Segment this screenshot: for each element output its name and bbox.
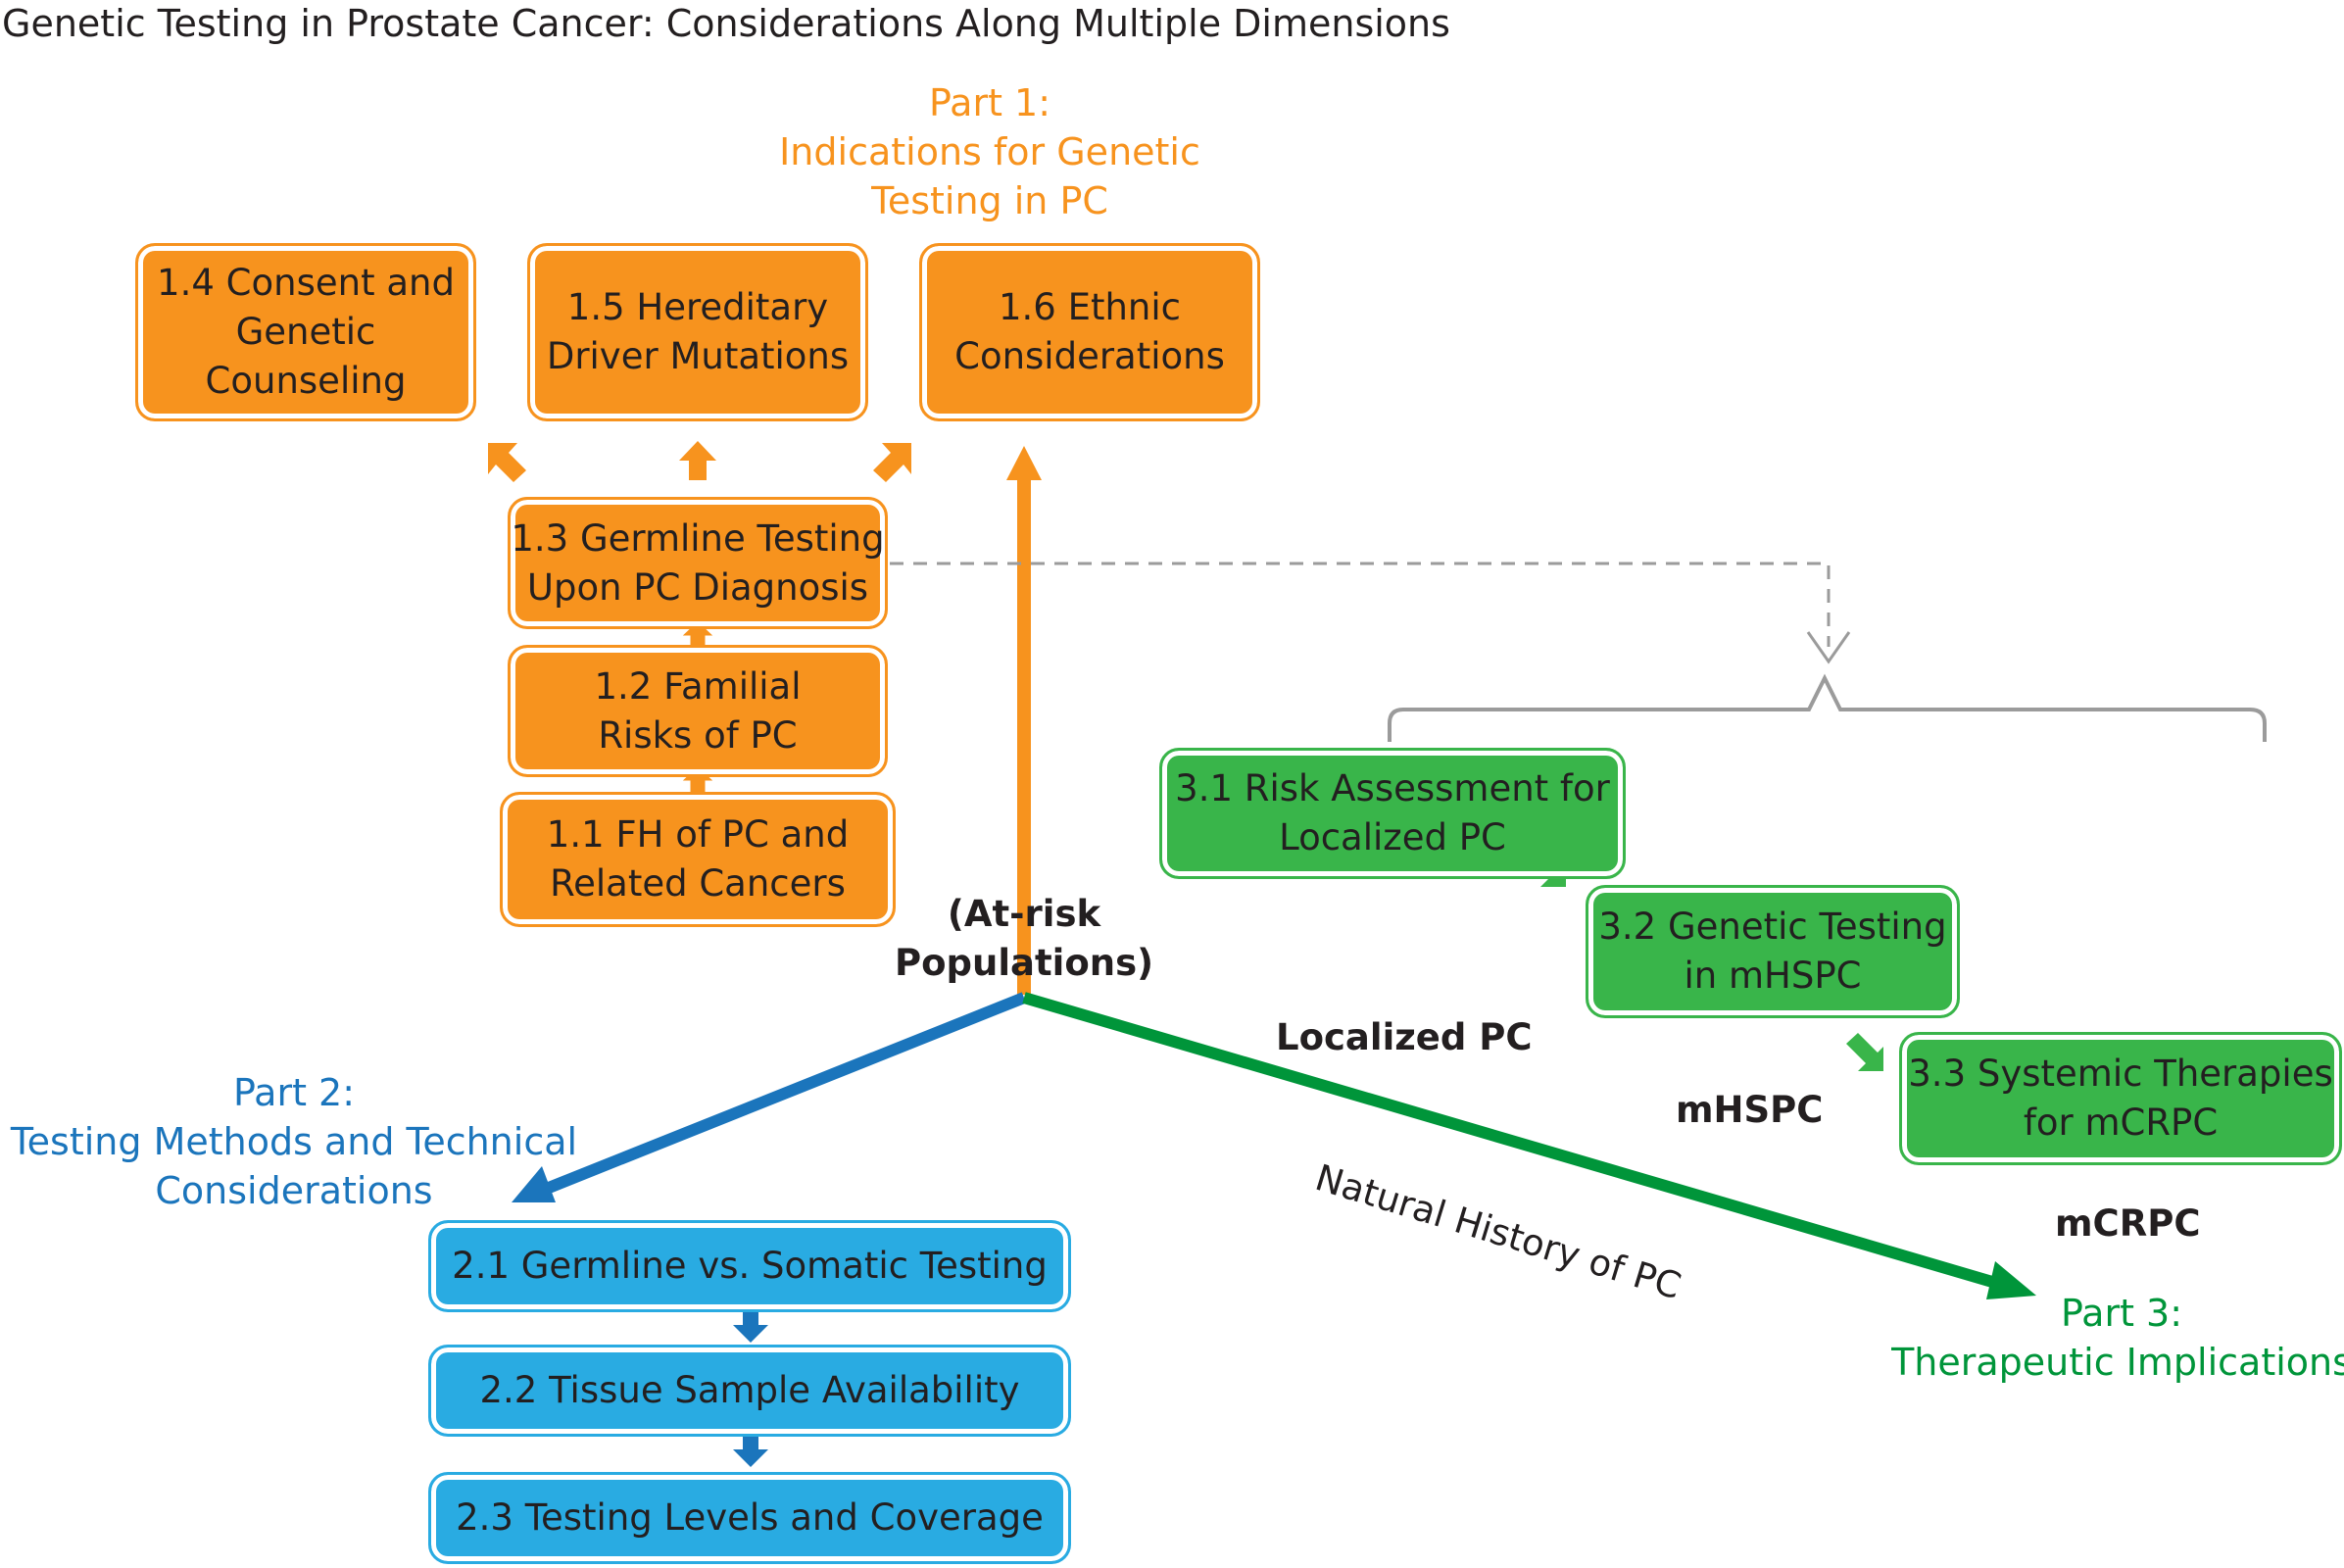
box-3-3-systemic-therapies[interactable]: 3.3 Systemic Therapies for mCRPC	[1899, 1032, 2342, 1165]
mcrpc-label: mCRPC	[2055, 1202, 2201, 1245]
localized-pc-label: Localized PC	[1276, 1016, 1533, 1058]
part3-axis-arrowhead	[1986, 1261, 2036, 1299]
box-3-2-line2: in mHSPC	[1684, 955, 1862, 997]
box-1-5-line1: 1.5 Hereditary	[566, 286, 829, 328]
box-2-2-line1: 2.2 Tissue Sample Availability	[479, 1369, 1020, 1411]
box-3-2-line1: 3.2 Genetic Testing	[1598, 906, 1947, 948]
box-1-4-line1: 1.4 Consent and	[157, 262, 455, 304]
box-2-1-line1: 2.1 Germline vs. Somatic Testing	[452, 1245, 1048, 1287]
arrow-to-1-6	[873, 443, 911, 482]
part1-heading-line2: Indications for Genetic	[779, 130, 1200, 173]
part2-heading-line2: Testing Methods and Technical	[10, 1120, 578, 1163]
at-risk-line1: (At-risk	[947, 893, 1101, 935]
box-1-4-line3: Counseling	[205, 360, 407, 402]
at-risk-label: (At-risk Populations)	[862, 890, 1186, 988]
arrow-3-2-to-3-3	[1846, 1033, 1883, 1071]
arrow-2-1-to-2-2	[733, 1307, 768, 1343]
diagram-title: Genetic Testing in Prostate Cancer: Cons…	[2, 2, 1450, 45]
box-1-2-line1: 1.2 Familial	[594, 664, 802, 708]
box-3-1-line2: Localized PC	[1279, 816, 1506, 858]
part2-heading-line3: Considerations	[155, 1169, 433, 1212]
box-1-2-line2: Risks of PC	[598, 713, 798, 757]
box-1-5-line2: Driver Mutations	[546, 335, 850, 377]
part2-heading: Part 2: Testing Methods and Technical Co…	[0, 1068, 588, 1215]
box-1-6-line1: 1.6 Ethnic	[998, 286, 1181, 328]
box-2-1-germline-somatic[interactable]: 2.1 Germline vs. Somatic Testing	[428, 1220, 1071, 1312]
part1-axis-arrowhead	[1006, 446, 1042, 480]
box-1-3-line1: 1.3 Germline Testing	[511, 516, 885, 560]
part3-axis-line	[1022, 992, 2001, 1290]
part2-axis-line	[541, 992, 1027, 1196]
part3-bracket	[1388, 673, 2267, 742]
part3-heading: Part 3: Therapeutic Implications	[1886, 1289, 2344, 1387]
part3-heading-line2: Therapeutic Implications	[1891, 1341, 2344, 1384]
box-1-3-line2: Upon PC Diagnosis	[526, 565, 869, 609]
box-3-2-genetic-testing[interactable]: 3.2 Genetic Testing in mHSPC	[1586, 885, 1960, 1018]
box-2-2-tissue-sample[interactable]: 2.2 Tissue Sample Availability	[428, 1345, 1071, 1437]
part1-heading-line1: Part 1:	[928, 81, 1051, 124]
box-1-1-line2: Related Cancers	[550, 862, 846, 905]
arrow-to-1-4	[488, 443, 526, 482]
part2-axis-arrowhead	[512, 1166, 556, 1202]
box-3-1-line1: 3.1 Risk Assessment for	[1175, 767, 1610, 809]
part2-heading-line1: Part 2:	[232, 1071, 356, 1114]
box-1-1-line1: 1.1 FH of PC and	[546, 813, 850, 856]
arrow-to-1-5	[679, 441, 716, 480]
mhspc-label: mHSPC	[1676, 1089, 1824, 1131]
part1-heading: Part 1: Indications for Genetic Testing …	[774, 78, 1205, 225]
dashed-connector-arrowhead	[1806, 631, 1851, 664]
arrow-2-2-to-2-3	[733, 1432, 768, 1467]
part3-heading-line1: Part 3:	[2060, 1292, 2183, 1335]
box-3-3-line2: for mCRPC	[2023, 1102, 2219, 1144]
box-2-3-testing-levels[interactable]: 2.3 Testing Levels and Coverage	[428, 1472, 1071, 1564]
dashed-connector	[890, 562, 1831, 647]
box-2-3-line1: 2.3 Testing Levels and Coverage	[456, 1496, 1044, 1539]
part1-heading-line3: Testing in PC	[871, 179, 1108, 222]
box-1-4-line2: Genetic	[235, 311, 376, 353]
box-1-6-line2: Considerations	[954, 335, 1225, 377]
at-risk-line2: Populations)	[894, 942, 1154, 984]
box-3-3-line1: 3.3 Systemic Therapies	[1908, 1053, 2333, 1095]
